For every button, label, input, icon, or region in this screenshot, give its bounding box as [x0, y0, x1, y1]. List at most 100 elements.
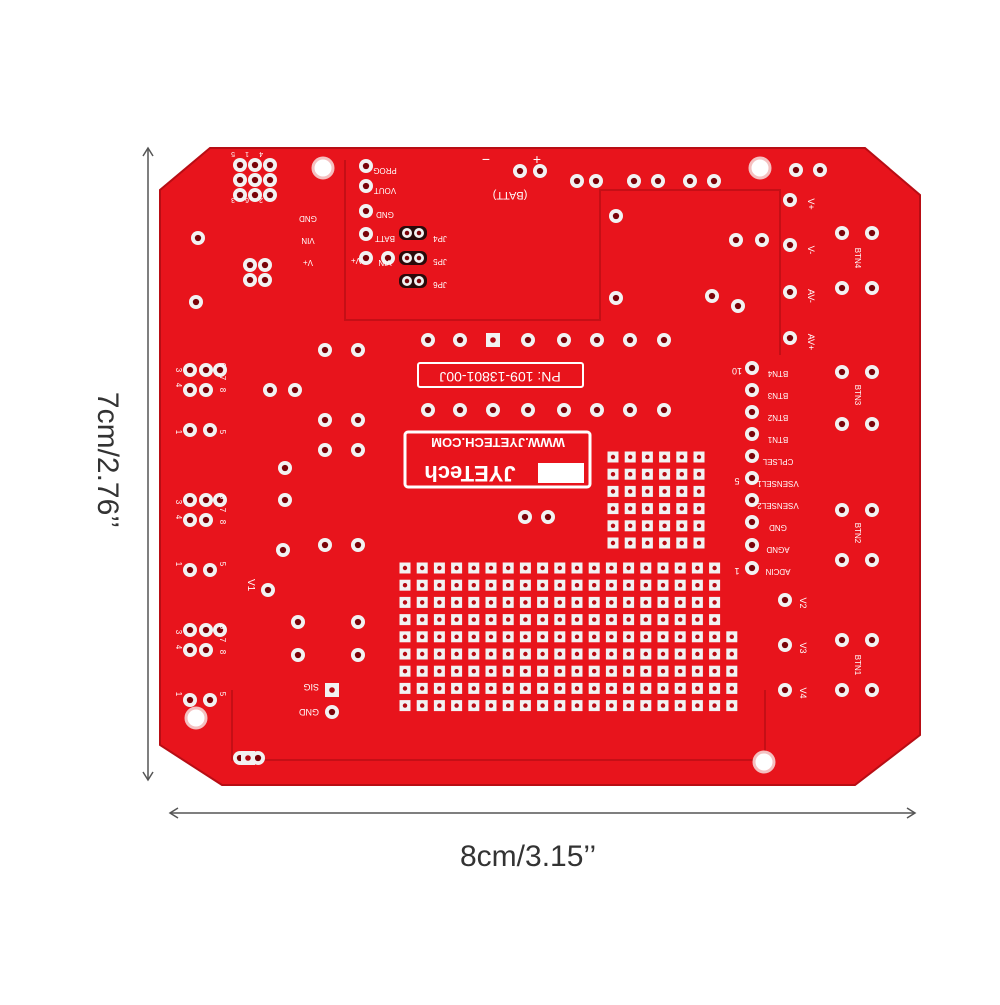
- pad-hole: [628, 540, 633, 546]
- pad-hole: [626, 565, 631, 571]
- pad-hole: [696, 489, 702, 494]
- pad-hole: [416, 255, 422, 261]
- pad-hole: [838, 368, 846, 376]
- pad-hole: [420, 669, 425, 674]
- pad-hole: [712, 703, 717, 708]
- pad-hole: [294, 618, 302, 626]
- pad-hole: [645, 489, 650, 494]
- silkscreen-pin-number: 5: [218, 692, 227, 697]
- pad-hole: [592, 634, 597, 639]
- silkscreen-pin-number: 5: [218, 562, 227, 567]
- pad-hole: [523, 669, 528, 674]
- pad-hole: [643, 617, 648, 622]
- pad-hole: [662, 506, 667, 511]
- pad-hole: [354, 618, 362, 626]
- pad-hole: [420, 583, 425, 588]
- pad-hole: [712, 617, 717, 622]
- pad-hole: [660, 600, 666, 605]
- silkscreen-jumper-label: JP6: [433, 280, 447, 289]
- pad-hole: [454, 634, 459, 639]
- silkscreen-left-small-label: V+: [303, 258, 313, 267]
- pad-hole: [488, 600, 494, 605]
- pad-hole: [732, 236, 740, 244]
- pad-hole: [758, 236, 766, 244]
- pad-hole: [626, 406, 634, 414]
- pad-hole: [557, 583, 562, 588]
- pad-hole: [628, 489, 633, 494]
- silkscreen-pin-number: 8: [218, 388, 227, 393]
- silkscreen-left-small-label: VIN: [301, 236, 315, 245]
- pad-hole: [610, 506, 616, 511]
- pad-hole: [816, 166, 824, 174]
- pad-hole: [574, 669, 580, 674]
- prototyping-grid: [399, 451, 738, 712]
- pad-hole: [266, 161, 274, 169]
- pad-hole: [489, 406, 497, 414]
- pad-hole: [236, 161, 244, 169]
- pad-hole: [838, 506, 846, 514]
- pad-hole: [696, 523, 702, 528]
- pad-hole: [695, 669, 700, 674]
- height-arrow-top: [142, 146, 154, 157]
- pad-hole: [186, 516, 194, 524]
- pad-hole: [186, 646, 194, 654]
- pad-hole: [488, 583, 494, 588]
- pad-hole: [523, 565, 528, 571]
- pad-hole: [679, 506, 684, 511]
- mounting-hole: [311, 156, 335, 180]
- silkscreen-pin-number: 4: [174, 383, 183, 388]
- pad-hole: [654, 177, 662, 185]
- silkscreen-pin-number: 1: [734, 566, 739, 576]
- pad-hole: [592, 600, 597, 605]
- pad-hole: [838, 686, 846, 694]
- pad-hole: [523, 651, 528, 657]
- silkscreen-pin-number: 5: [734, 476, 739, 486]
- pad-hole: [488, 651, 494, 657]
- pad-hole: [609, 703, 614, 708]
- sig-label: SIG: [303, 682, 319, 692]
- pad-hole: [471, 600, 476, 605]
- pad-hole: [245, 755, 251, 761]
- pad-hole: [610, 472, 616, 477]
- pad-hole: [402, 617, 408, 622]
- pad-hole: [246, 276, 254, 284]
- through-hole-pads: [183, 158, 879, 765]
- pad-hole: [206, 696, 214, 704]
- pad-hole: [362, 182, 370, 190]
- pad-hole: [261, 276, 269, 284]
- pad-hole: [786, 241, 794, 249]
- pad-hole: [202, 646, 210, 654]
- pad-hole: [748, 430, 756, 438]
- pad-hole: [729, 669, 734, 674]
- pad-hole: [686, 177, 694, 185]
- pad-hole: [643, 600, 648, 605]
- pad-hole: [610, 454, 616, 460]
- pad-hole: [281, 496, 289, 504]
- silkscreen-labels: PROGVOUTGNDBATTVINV+GNDVINV+JP4JP5JP6BTN…: [174, 150, 862, 699]
- pad-hole: [696, 472, 702, 477]
- pad-hole: [328, 708, 336, 716]
- pad-hole: [786, 196, 794, 204]
- pad-hole: [420, 565, 425, 571]
- pad-hole: [540, 617, 545, 622]
- pad-hole: [662, 454, 667, 460]
- pad-hole: [792, 166, 800, 174]
- silkscreen-right-column-label: CPLSEL: [762, 457, 793, 466]
- pad-hole: [321, 541, 329, 549]
- pad-hole: [592, 703, 597, 708]
- jyetech-logo: [538, 463, 584, 483]
- pad-hole: [402, 703, 408, 708]
- pad-hole: [194, 234, 202, 242]
- pad-hole: [748, 518, 756, 526]
- pad-hole: [610, 489, 616, 494]
- brand-text: JYETech: [424, 461, 515, 486]
- pad-hole: [506, 565, 511, 571]
- pad-hole: [660, 669, 666, 674]
- pad-hole: [321, 446, 329, 454]
- pad-hole: [540, 669, 545, 674]
- silkscreen-pin-number: 6: [218, 495, 227, 500]
- pad-hole: [593, 406, 601, 414]
- pad-hole: [236, 176, 244, 184]
- pad-hole: [643, 669, 648, 674]
- pad-hole: [678, 583, 683, 588]
